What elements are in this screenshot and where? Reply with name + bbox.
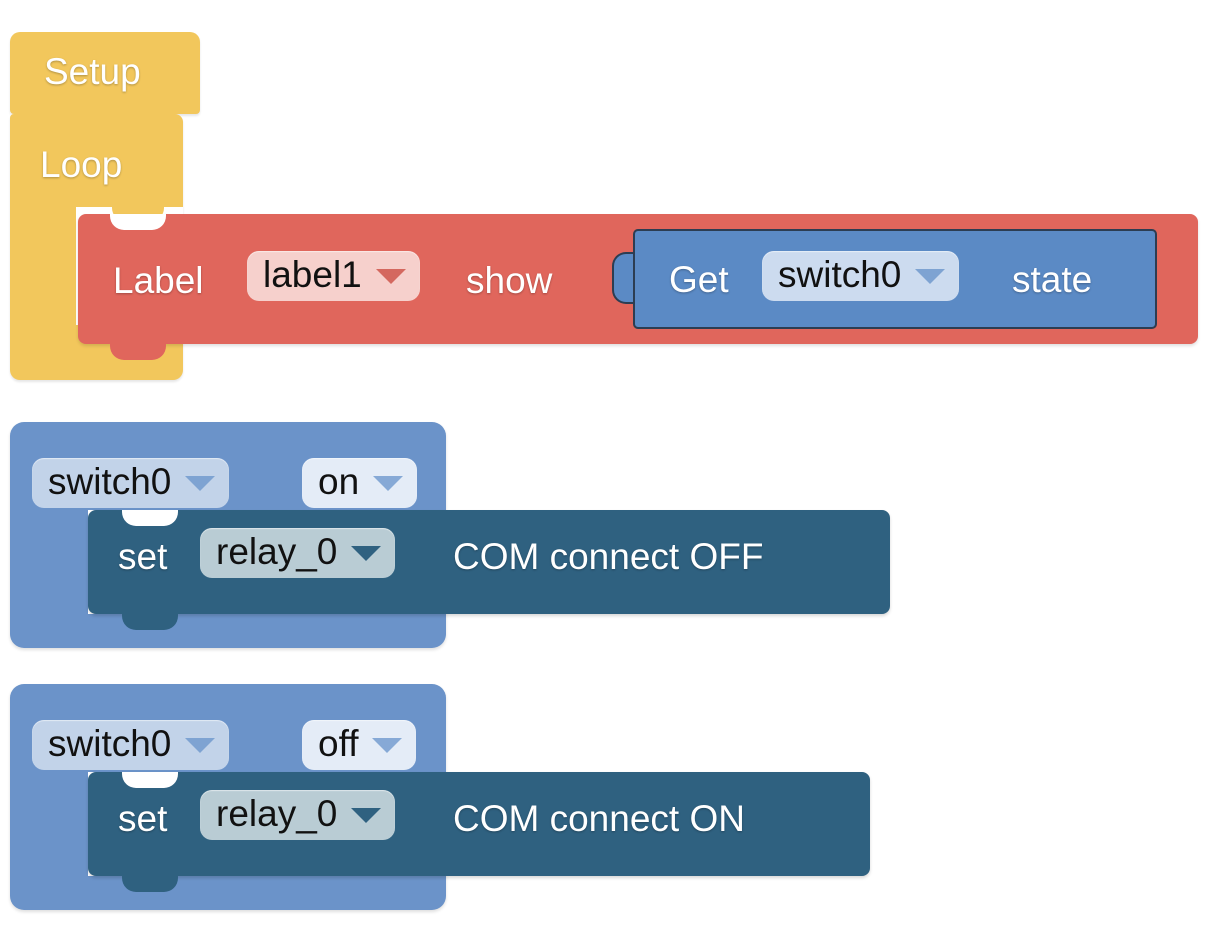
switch0-off-target-dropdown-value: switch0	[48, 723, 172, 764]
set-relay-off-relay-dropdown[interactable]: relay_0	[200, 528, 396, 578]
set-relay-on-relay-dropdown-value: relay_0	[216, 793, 338, 834]
get-state-suffix-text: state	[1012, 259, 1093, 300]
set-relay-off-prefix-text: set	[118, 536, 168, 577]
label-name-dropdown-value: label1	[263, 254, 362, 295]
setup-loop-block-group[interactable]: Setup Loop Label label1 show Get switch0…	[0, 0, 1210, 400]
switch0-off-state-dropdown-value: off	[318, 723, 359, 764]
chevron-down-icon	[185, 737, 216, 753]
label-show-top-notch	[110, 214, 166, 230]
set-relay-off-suffix-text: COM connect OFF	[453, 536, 764, 577]
label-name-dropdown[interactable]: label1	[247, 251, 420, 301]
loop-block-label: Loop	[40, 144, 123, 185]
chevron-down-icon	[915, 268, 946, 284]
get-state-switch-dropdown[interactable]: switch0	[762, 251, 960, 301]
get-state-switch-dropdown-value: switch0	[778, 254, 902, 295]
set-relay-on-suffix-text: COM connect ON	[453, 798, 745, 839]
setup-block-label: Setup	[44, 51, 141, 92]
switch0-off-target-dropdown[interactable]: switch0	[32, 720, 230, 770]
set-relay-off-top-notch	[122, 510, 178, 526]
set-relay-off-relay-dropdown-value: relay_0	[216, 531, 338, 572]
setup-event-block[interactable]	[10, 32, 200, 114]
label-show-prefix-text: Label	[113, 260, 204, 301]
switch0-on-target-dropdown-value: switch0	[48, 461, 172, 502]
set-relay-on-prefix-text: set	[118, 798, 168, 839]
chevron-down-icon	[351, 545, 382, 561]
event-switch0-on-block-group[interactable]: switch0 on set relay_0 COM connect OFF	[10, 422, 890, 648]
set-relay-on-relay-dropdown[interactable]: relay_0	[200, 790, 396, 840]
chevron-down-icon	[351, 807, 382, 823]
event-switch0-off-block-group[interactable]: switch0 off set relay_0 COM connect ON	[10, 684, 870, 910]
chevron-down-icon	[185, 475, 216, 491]
set-relay-off-bottom-tab	[122, 614, 178, 630]
get-state-prefix-text: Get	[669, 259, 729, 300]
switch0-on-state-dropdown[interactable]: on	[302, 458, 418, 508]
switch0-on-target-dropdown[interactable]: switch0	[32, 458, 230, 508]
set-relay-on-top-notch	[122, 772, 178, 788]
switch0-on-state-dropdown-value: on	[318, 461, 360, 502]
set-relay-on-bottom-tab	[122, 876, 178, 892]
chevron-down-icon	[373, 475, 404, 491]
get-state-output-plug	[612, 252, 636, 304]
chevron-down-icon	[372, 737, 403, 753]
switch0-off-state-dropdown[interactable]: off	[302, 720, 417, 770]
label-show-suffix-text: show	[466, 260, 553, 301]
label-show-bottom-tab	[110, 344, 166, 360]
chevron-down-icon	[375, 268, 406, 284]
